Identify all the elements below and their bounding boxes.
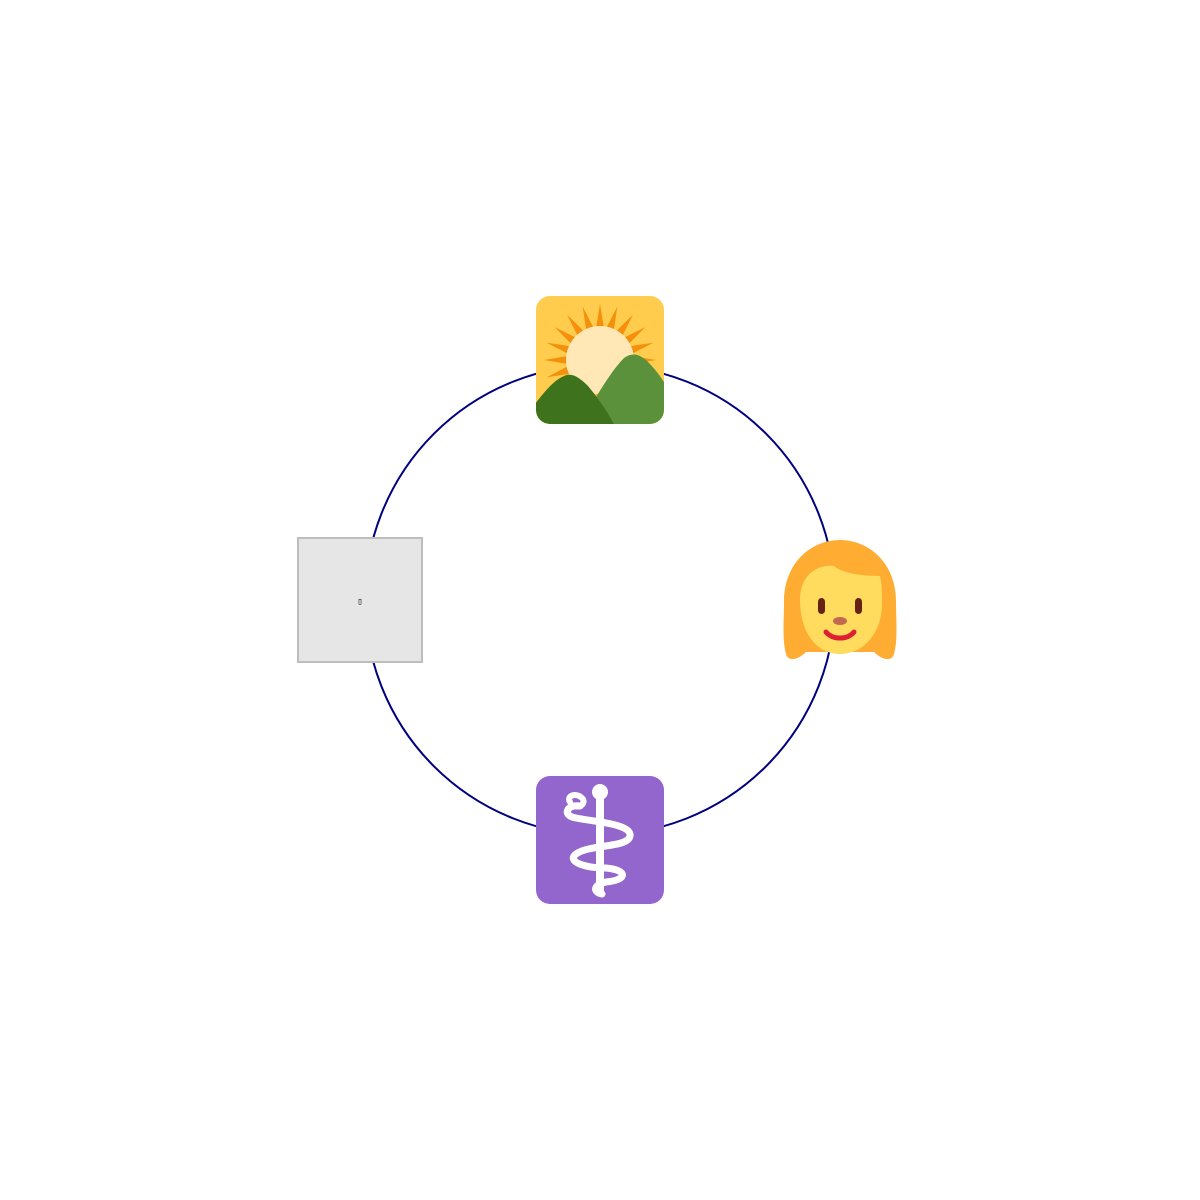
woman-icon <box>783 540 897 660</box>
sun-ray <box>631 342 654 354</box>
node-bottom <box>536 776 664 904</box>
medical-symbol-icon <box>536 776 664 904</box>
sun-ray <box>616 314 633 335</box>
sun-ray <box>554 327 575 344</box>
node-right <box>783 540 897 660</box>
sun-ray <box>582 306 594 329</box>
sunrise-over-mountains-icon <box>536 296 664 424</box>
missing-glyph: ▯ <box>357 597 362 607</box>
sun-ray <box>596 304 604 327</box>
sun-ray <box>625 327 646 344</box>
sun-ray <box>544 356 567 364</box>
cycle-ring <box>364 364 836 836</box>
sun-ray <box>567 314 584 335</box>
sun-ray <box>546 342 569 354</box>
node-top <box>536 296 664 424</box>
node-left: ▯ <box>297 537 423 663</box>
missing-image-placeholder-icon: ▯ <box>297 537 423 663</box>
sun-ray <box>546 366 569 378</box>
sun-ray <box>606 306 618 329</box>
